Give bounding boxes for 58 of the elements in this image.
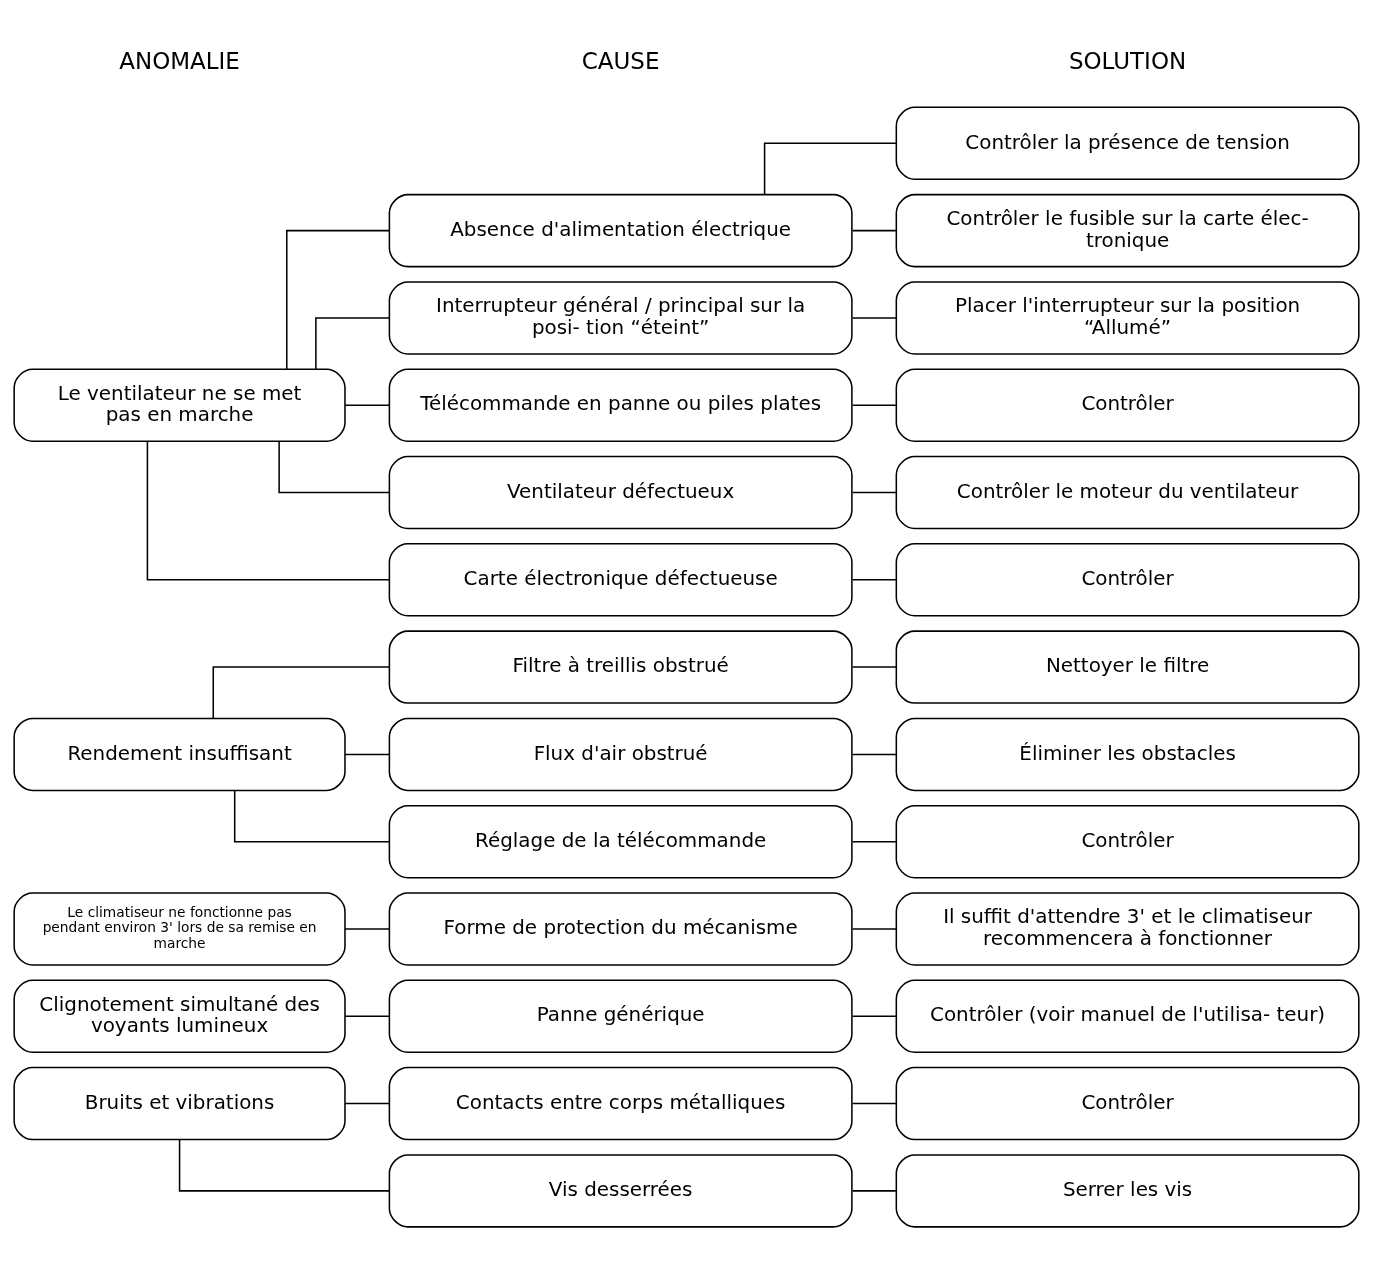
node-box: Contrôler (voir manuel de l'utilisa- teur) bbox=[895, 979, 1360, 1053]
node-box: Serrer les vis bbox=[895, 1153, 1360, 1228]
node-box: Panne générique bbox=[388, 979, 853, 1053]
connector bbox=[851, 1015, 897, 1017]
connector bbox=[851, 578, 897, 581]
node-box: Ventilateur défectueux bbox=[388, 455, 853, 529]
node-box: Vis desserrées bbox=[388, 1153, 853, 1228]
node-box: Absence d'alimentation électrique bbox=[388, 193, 853, 267]
node-box: Rendement insuffisant bbox=[13, 717, 346, 791]
label: SOLUTION bbox=[1068, 47, 1187, 74]
node-box: Contrôler bbox=[895, 542, 1360, 617]
node-box: Contrôler la présence de tension bbox=[895, 106, 1360, 180]
node-box: Le ventilateur ne se met pas en marche bbox=[13, 367, 346, 442]
connector bbox=[344, 927, 390, 930]
connector bbox=[315, 316, 391, 370]
node-box: Flux d'air obstrué bbox=[388, 717, 853, 791]
connector bbox=[344, 403, 390, 406]
node-box: Télécommande en panne ou piles plates bbox=[388, 367, 853, 442]
node-box: Placer l'interrupteur sur la position “Allumé” bbox=[895, 280, 1360, 355]
connector bbox=[178, 1138, 390, 1192]
label: CAUSE bbox=[581, 47, 660, 74]
node-box: Contrôler le moteur du ventilateur bbox=[895, 455, 1360, 529]
node-box: Nettoyer le filtre bbox=[895, 629, 1360, 704]
node-box: Éliminer les obstacles bbox=[895, 717, 1360, 791]
connector bbox=[851, 229, 897, 231]
connector bbox=[286, 229, 390, 370]
node-box: Filtre à treillis obstrué bbox=[388, 629, 853, 704]
node-box: Interrupteur général / principal sur la posi- tion “éteint” bbox=[388, 280, 853, 355]
connector bbox=[851, 491, 897, 493]
label: ANOMALIE bbox=[119, 47, 240, 74]
connector bbox=[344, 1015, 390, 1017]
connector bbox=[851, 1189, 897, 1192]
connector bbox=[851, 840, 897, 842]
connector bbox=[344, 1102, 390, 1104]
node-box: Le climatiseur ne fonctionne pas pendant environ 3' lors de sa remise en marche bbox=[13, 891, 346, 966]
node-box: Carte électronique défectueuse bbox=[388, 542, 853, 617]
connector bbox=[344, 753, 390, 755]
node-box: Contrôler bbox=[895, 1066, 1360, 1140]
node-box: Contrôler bbox=[895, 367, 1360, 442]
node-box: Clignotement simultané des voyants lumineux bbox=[13, 979, 346, 1053]
connector bbox=[278, 439, 390, 493]
node-box: Contrôler le fusible sur la carte élec- tronique bbox=[895, 193, 1360, 267]
node-box: Forme de protection du mécanisme bbox=[388, 891, 853, 966]
connector bbox=[851, 316, 897, 319]
connector bbox=[233, 789, 390, 842]
node-box: Contacts entre corps métalliques bbox=[388, 1066, 853, 1140]
connector bbox=[212, 665, 390, 719]
connector bbox=[851, 403, 897, 406]
node-box: Bruits et vibrations bbox=[13, 1066, 346, 1140]
connector bbox=[851, 1102, 897, 1104]
node-box: Il suffit d'attendre 3' et le climatiseur recommencera à fonctionner bbox=[895, 891, 1360, 966]
connector bbox=[763, 142, 897, 195]
connector bbox=[851, 753, 897, 755]
node-box: Contrôler bbox=[895, 804, 1360, 878]
connector bbox=[146, 440, 390, 581]
connector bbox=[851, 665, 897, 668]
connector bbox=[851, 927, 897, 930]
node-box: Réglage de la télécommande bbox=[388, 804, 853, 878]
